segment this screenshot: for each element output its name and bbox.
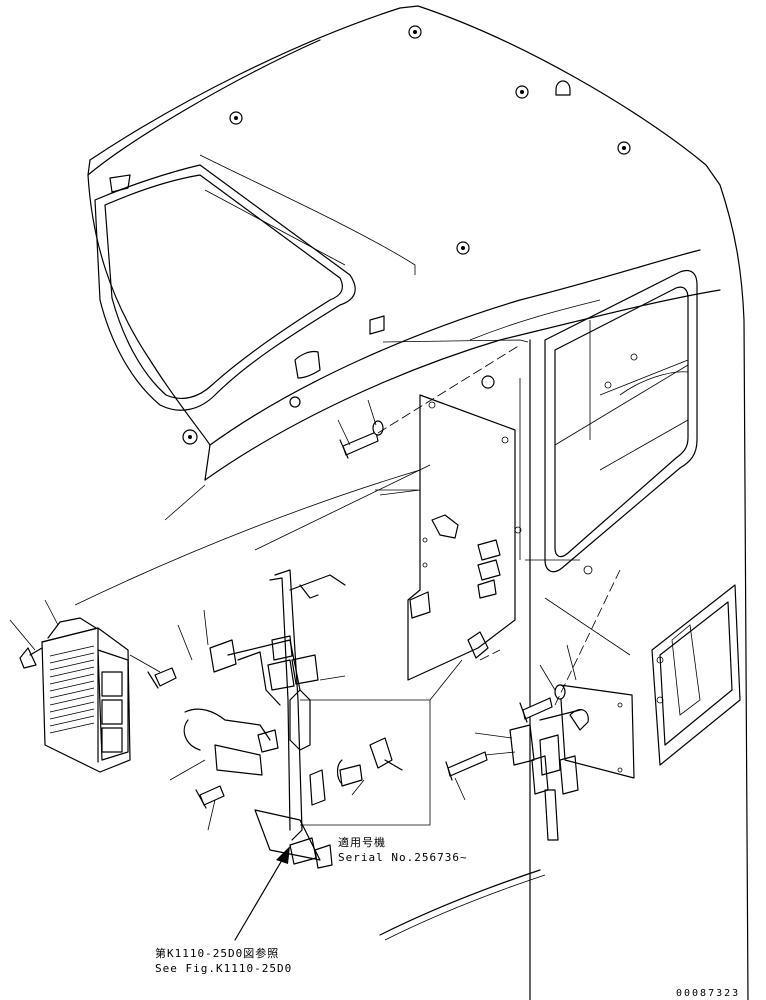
figure-reference-jp: 第K1110-25D0図参照 [155,947,280,960]
side-access-opening [651,584,741,766]
callout-leaders [9,399,577,831]
serial-detail-box [300,699,431,826]
cab-body [74,5,749,1000]
figure-reference-en: See Fig.K1110-25D0 [155,962,293,975]
cab-floor-edge [379,869,546,941]
dashed-hidden-lines [377,344,621,706]
side-window [544,269,698,575]
drawing-number: 00087323 [676,988,741,999]
roof-window [94,154,416,411]
roof-bolts [182,25,631,445]
reference-arrow [234,846,290,941]
auxiliary-panel [544,597,635,779]
applicable-model-label: 適用号機 [338,836,386,849]
wiring-harness [183,569,581,869]
electronic-controller [41,617,131,773]
controller-mounting-panel [379,339,580,681]
serial-number-label: Serial No.256736~ [338,851,468,864]
mounting-bolts [19,420,566,809]
